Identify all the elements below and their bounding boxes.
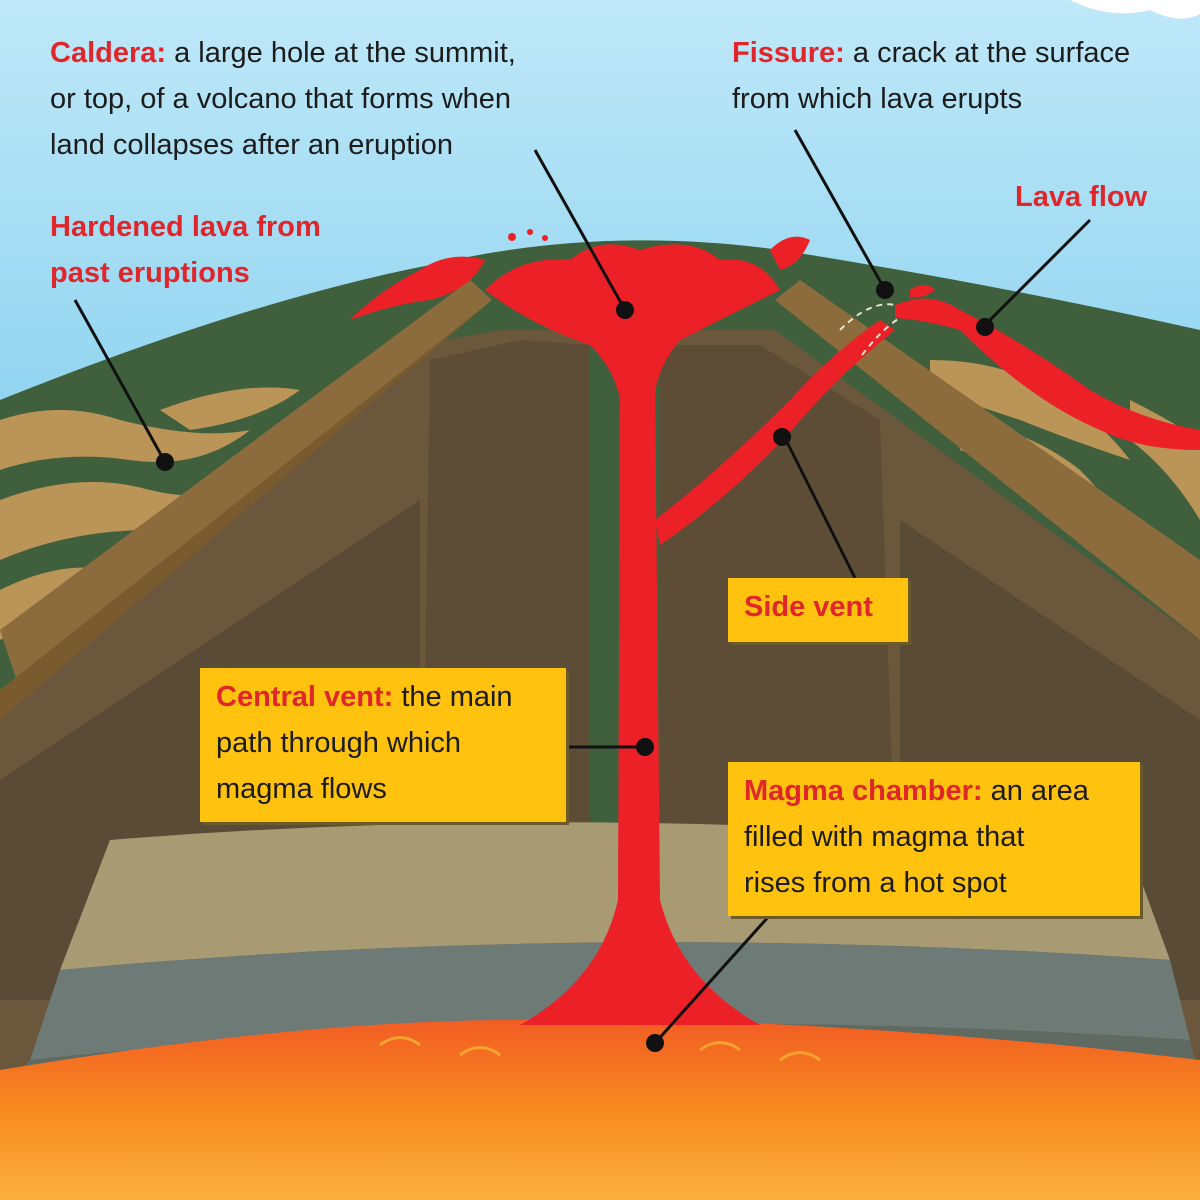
side-vent-term: Side vent [744,591,873,623]
caldera-term: Caldera: [50,37,167,69]
side-vent-box: Side vent [728,578,908,642]
crust-slab-right [775,280,1200,640]
leader-lines [73,129,1092,1045]
central-vent-box: Central vent: the main path through whic… [200,668,566,822]
caldera-label: Caldera: a large hole at the summit, or … [50,37,516,161]
fissure-label: Fissure: a crack at the surface from whi… [732,37,1131,115]
leader-dots [156,281,994,1052]
hardened-lava-label: Hardened lava from past eruptions [50,211,321,289]
crust-slab-left [0,280,492,690]
lava-flow [895,298,1200,450]
lava-flow-label: Lava flow [1015,181,1148,213]
magma-chamber [0,1015,1200,1200]
fissure-term: Fissure: [732,37,845,69]
central-vent-term: Central vent: [216,681,394,713]
magma-chamber-term: Magma chamber: [744,775,983,807]
caldera-lava [485,244,780,400]
magma-chamber-box: Magma chamber: an area filled with magma… [728,762,1140,916]
cloud [1070,0,1200,19]
central-vent-lava [520,380,760,1025]
